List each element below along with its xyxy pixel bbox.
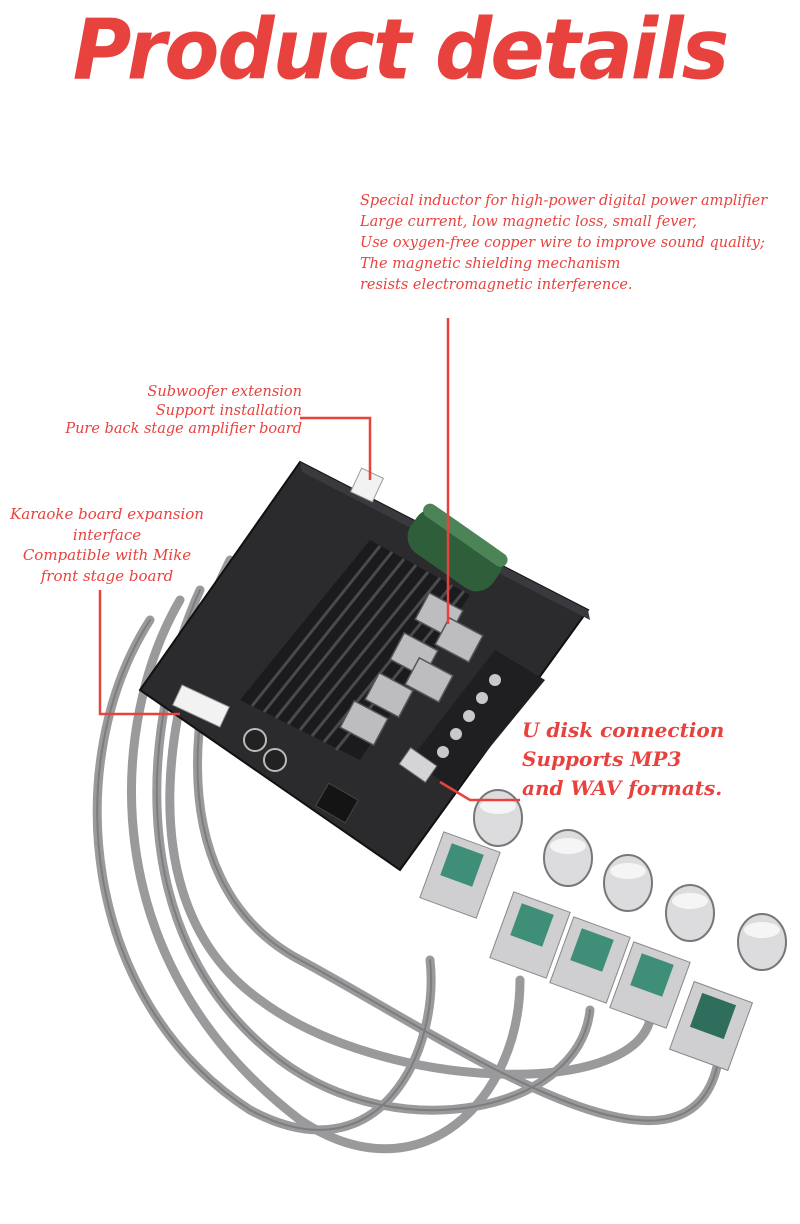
callout-lines (98, 318, 520, 802)
inductor-array (339, 591, 484, 747)
knob (668, 913, 787, 1072)
callout-line: Large current, low magnetic loss, small … (360, 214, 697, 230)
callout-line: Subwoofer extension (147, 384, 302, 400)
callout-line: Compatible with Mike (22, 546, 192, 564)
capacitor (407, 503, 508, 592)
callout-inductor: Special inductor for high-power digital … (360, 191, 767, 296)
knob (549, 854, 653, 1004)
callout-line: Supports MP3 (522, 747, 682, 771)
callout-line: and WAV formats. (522, 776, 723, 800)
knob (419, 789, 523, 919)
karaoke-header (172, 684, 230, 728)
small-capacitors (243, 728, 287, 772)
callout-line: Pure back stage amplifier board (65, 421, 302, 437)
callout-line: Use oxygen-free copper wire to improve s… (360, 235, 765, 251)
callout-line: resists electromagnetic interference. (360, 277, 633, 293)
callout-usb: U disk connection Supports MP3 and WAV f… (522, 716, 724, 803)
callout-subwoofer: Subwoofer extension Support installation… (60, 383, 302, 439)
callout-line: Special inductor for high-power digital … (360, 193, 768, 209)
subwoofer-leader (300, 416, 372, 480)
callout-line: Karaoke board expansion (10, 505, 204, 523)
callout-line: interface (72, 525, 142, 544)
heatsink (240, 540, 470, 760)
knob (609, 884, 715, 1029)
karaoke-leader (98, 590, 180, 716)
callout-line: front stage board (40, 566, 174, 585)
callout-line: Support installation (155, 402, 302, 419)
usb-port (398, 746, 438, 784)
callout-line: U disk connection (522, 718, 725, 742)
knob (489, 829, 593, 979)
bluetooth-chip (315, 782, 359, 824)
usb-leader (439, 780, 520, 802)
pcb-board (138, 460, 590, 872)
potentiometer-knobs (419, 789, 787, 1072)
cable (127, 595, 525, 1154)
callout-karaoke: Karaoke board expansion interface Compat… (2, 504, 212, 586)
page-title: Product details (72, 0, 730, 99)
callout-line: The magnetic shielding mechanism (360, 256, 621, 272)
subwoofer-connector (349, 467, 385, 503)
speaker-terminals (410, 650, 545, 790)
